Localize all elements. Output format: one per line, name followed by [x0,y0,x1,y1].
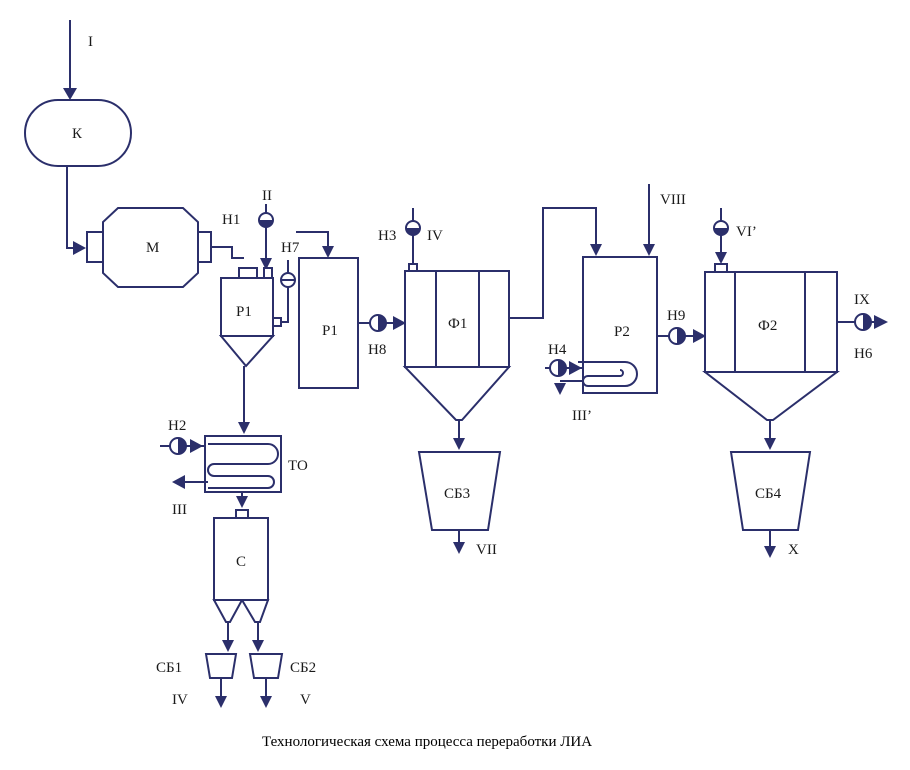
arrow-icon [73,241,86,255]
arrow-icon [693,329,706,343]
stream-IX-label: IX [854,292,870,308]
filter-F2-cone [702,371,840,421]
filter-F1-cone [402,366,512,421]
arrow-icon [554,383,566,395]
filter-F2-label: Ф2 [758,318,777,334]
line-feed-P1-tall [296,231,329,248]
arrow-icon [590,244,602,256]
bin-SB2-label: СБ2 [290,660,316,676]
reactor-P1-nozzle [238,267,258,279]
pump-H7-label: Н7 [281,240,300,256]
line-K-M [66,166,75,249]
separator-C-cone-left [212,599,244,623]
pump-fill-icon [406,228,420,235]
bin-SB4 [729,451,812,531]
line-F1-P2 [509,207,597,319]
pump-fill-icon [714,228,728,235]
vessel-K [24,99,132,167]
pump-fill-icon [677,328,685,344]
arrow-icon [643,244,655,256]
pump-fill-icon [259,220,273,227]
pump-H6-label: Н6 [854,346,873,362]
mill-M-label: М [146,240,159,256]
stream-IV-bottom-label: IV [172,692,188,708]
bin-SB1-label: СБ1 [156,660,182,676]
reactor-P1-tall-label: Р1 [322,323,338,339]
pump-H3-label: Н3 [378,228,396,244]
stream-VII-label: VII [476,542,497,558]
filter-F1-label: Ф1 [448,316,467,332]
arrow-icon [764,438,776,450]
reactor-P2-label: Р2 [614,324,630,340]
stream-VI-prime-label: VI’ [736,224,757,240]
reactor-P2-coil [578,361,638,387]
stream-IV-top-label: IV [427,228,443,244]
separator-C-cone-right [240,599,270,623]
mill-M-flange-left [86,231,104,263]
line-M-P1 [211,246,244,259]
pump-H8-label: Н8 [368,342,386,358]
pump-H1-label: Н1 [222,212,240,228]
arrow-icon [252,640,264,652]
filter-F2-nozzle [714,263,728,273]
stream-I-label: I [88,34,93,50]
stream-III-label: III [172,502,187,518]
pump-H2-label: Н2 [168,418,186,434]
separator-C [213,517,269,601]
line-H7 [281,260,289,323]
reactor-P1-tall [298,257,359,389]
arrow-icon [190,439,203,453]
pump-H9-label: Н9 [667,308,685,324]
arrow-icon [874,315,888,329]
stream-II-label: II [262,188,272,204]
diagram-caption: Технологическая схема процесса переработ… [262,734,592,750]
reactor-P1-outlet [272,317,282,327]
bin-SB3-label: СБ3 [444,486,470,502]
stream-X-label: X [788,542,799,558]
mill-M-flange-right [196,231,212,263]
arrow-icon [393,316,406,330]
reactor-P1-nozzle-2 [263,267,273,279]
heat-exchanger-TO-label: ТО [288,458,308,474]
pump-fill-icon [378,315,386,331]
stream-III-prime-label: III’ [572,408,592,424]
arrow-icon [215,696,227,708]
separator-C-nozzle [235,509,249,519]
arrow-icon [238,422,250,434]
pump-H4-label: Н4 [548,342,567,358]
vessel-K-label: К [72,126,83,142]
arrow-icon [260,696,272,708]
separator-C-label: С [236,554,246,570]
pump-fill-icon [863,314,871,330]
stream-V-label: V [300,692,311,708]
arrow-icon [236,496,248,508]
arrow-icon [322,246,334,258]
arrow-icon [715,252,727,264]
pump-fill-icon [178,438,186,454]
arrow-icon [453,438,465,450]
arrow-icon [260,258,272,270]
stream-VIII-label: VIII [660,192,686,208]
bin-SB1 [204,653,238,679]
mill-M [102,207,199,288]
pump-fill-icon [558,360,566,376]
bin-SB4-label: СБ4 [755,486,782,502]
bin-SB3 [417,451,502,531]
arrow-icon [172,475,185,489]
reactor-P1-small-label: Р1 [236,304,252,320]
arrow-icon [222,640,234,652]
arrow-icon [63,88,77,100]
arrow-icon [764,546,776,558]
arrow-icon [569,361,582,375]
reactor-P1-cone [218,335,276,368]
filter-F1-nozzle [408,263,418,272]
bin-SB2 [248,653,284,679]
arrow-icon [453,542,465,554]
heat-exchanger-coil [207,443,279,489]
